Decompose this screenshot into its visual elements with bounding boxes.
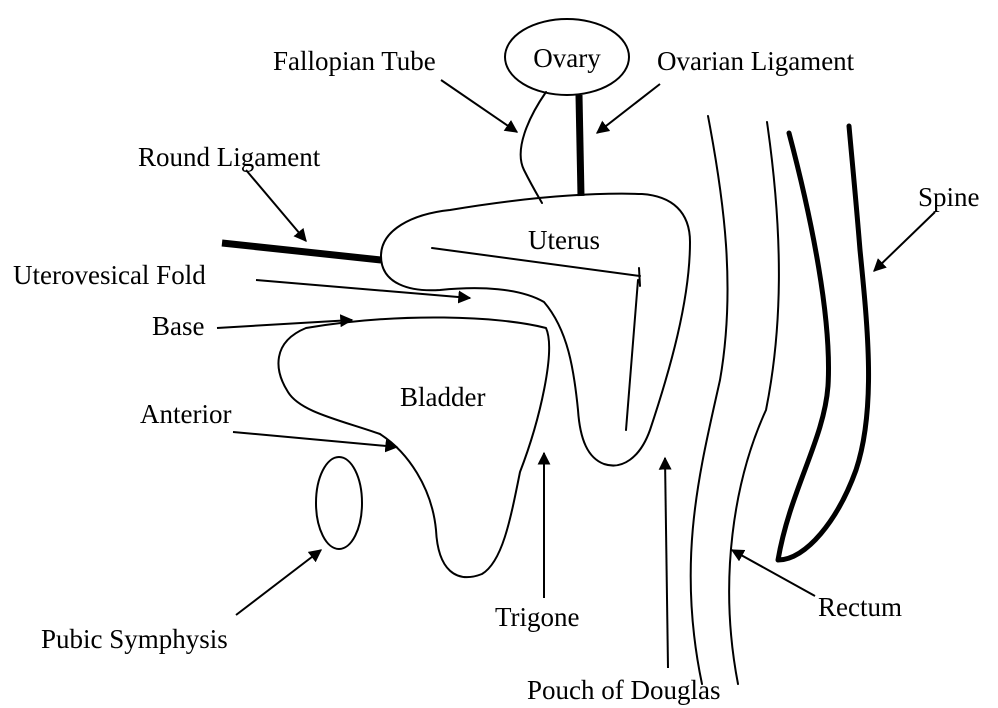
bladder-shape bbox=[278, 317, 549, 577]
pubic-symphysis-shape bbox=[316, 457, 362, 549]
uterus-label: Uterus bbox=[528, 225, 600, 255]
round-ligament-arrow bbox=[246, 170, 306, 241]
ovarian-ligament-label: Ovarian Ligament bbox=[657, 46, 855, 76]
fallopian-tube-label: Fallopian Tube bbox=[273, 46, 436, 76]
pubic-symphysis-label: Pubic Symphysis bbox=[41, 624, 228, 654]
anterior-label: Anterior bbox=[140, 399, 231, 429]
pubic-symphysis-arrow bbox=[236, 550, 321, 615]
fallopian-tube-arrow bbox=[441, 80, 517, 132]
pouch-of-douglas-label: Pouch of Douglas bbox=[527, 675, 720, 705]
rectum-label: Rectum bbox=[818, 592, 902, 622]
base-label: Base bbox=[152, 311, 205, 341]
rectum-arrow bbox=[732, 550, 815, 596]
anterior-arrow bbox=[233, 432, 397, 447]
rectum-front-wall bbox=[691, 116, 728, 684]
ovarian-ligament-arrow bbox=[597, 84, 660, 133]
ovarian-ligament-shape bbox=[579, 95, 581, 196]
round-ligament-shape bbox=[222, 243, 381, 260]
spine-arrow bbox=[874, 212, 935, 271]
uterovesical-fold-arrow bbox=[256, 280, 470, 298]
spine-label: Spine bbox=[918, 182, 980, 212]
trigone-label: Trigone bbox=[495, 602, 580, 632]
rectum-back-wall bbox=[729, 122, 779, 684]
round-ligament-label: Round Ligament bbox=[138, 142, 321, 172]
ovary-label: Ovary bbox=[533, 43, 601, 73]
uterovesical-fold-label: Uterovesical Fold bbox=[13, 260, 206, 290]
pouch-of-douglas-arrow bbox=[665, 458, 668, 668]
bladder-label: Bladder bbox=[400, 382, 485, 412]
fallopian-tube-shape bbox=[521, 92, 546, 203]
spine-shape bbox=[778, 126, 869, 560]
